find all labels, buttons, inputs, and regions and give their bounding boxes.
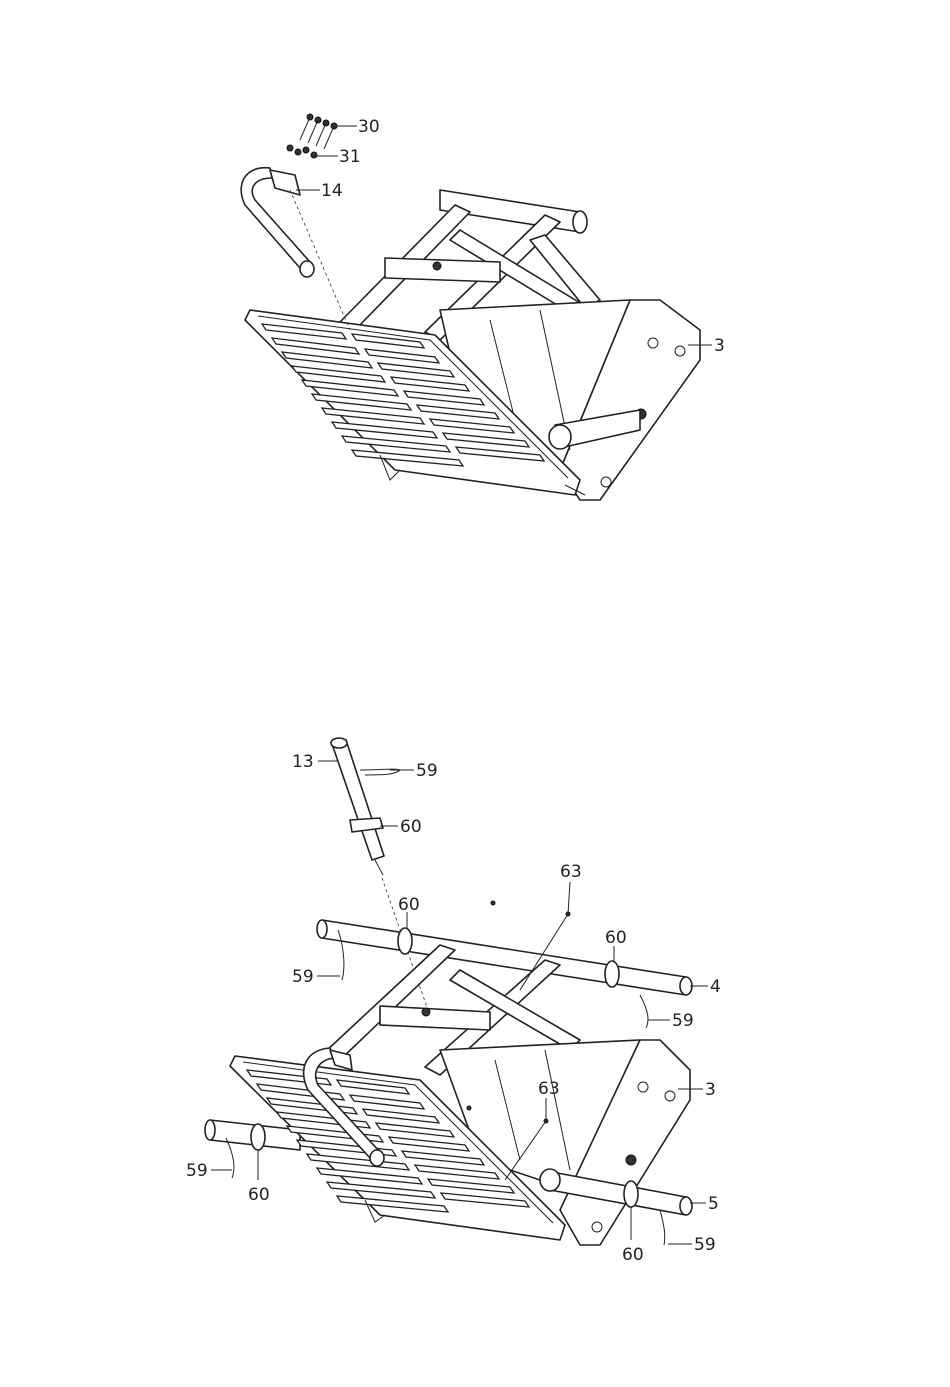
diagram-top: 30 31 14 3 [241, 114, 725, 500]
pin-13 [331, 738, 400, 875]
callout-59: 59 [416, 761, 438, 781]
callout-60: 60 [605, 928, 627, 948]
callout-3: 3 [714, 336, 725, 356]
callout-13: 13 [292, 752, 314, 772]
callout-30: 30 [358, 117, 380, 137]
callout-60: 60 [398, 895, 420, 915]
callout-59: 59 [186, 1161, 208, 1181]
diagram-bottom: 13 59 60 63 60 60 59 4 59 3 63 59 [186, 738, 721, 1265]
callout-31: 31 [339, 147, 361, 167]
callout-3: 3 [705, 1080, 716, 1100]
callout-59: 59 [292, 967, 314, 987]
callout-14: 14 [321, 181, 343, 201]
callout-60: 60 [248, 1185, 270, 1205]
callout-60: 60 [622, 1245, 644, 1265]
callout-59: 59 [672, 1011, 694, 1031]
callout-4: 4 [710, 977, 721, 997]
left-rod-end [205, 1120, 300, 1178]
callout-5: 5 [708, 1194, 719, 1214]
callout-59: 59 [694, 1235, 716, 1255]
bolts-and-washers [287, 114, 337, 158]
callout-63: 63 [538, 1079, 560, 1099]
handle [241, 168, 314, 277]
callout-60: 60 [400, 817, 422, 837]
callout-63: 63 [560, 862, 582, 882]
